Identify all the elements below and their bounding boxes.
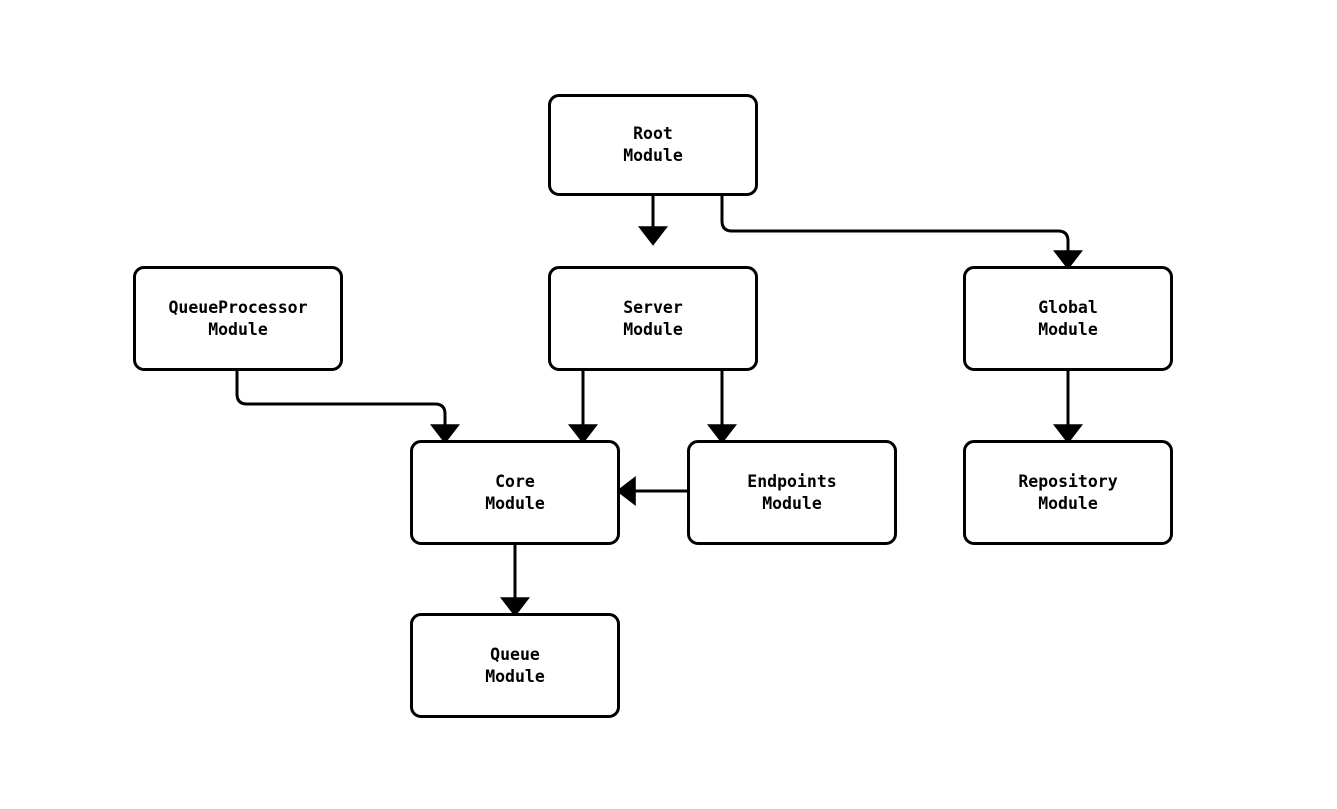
node-root-module[interactable]: Root Module — [548, 94, 758, 196]
node-repository-module[interactable]: Repository Module — [963, 440, 1173, 545]
node-server-module[interactable]: Server Module — [548, 266, 758, 371]
node-label-endpoints-module: Endpoints Module — [747, 471, 837, 513]
node-queue-module[interactable]: Queue Module — [410, 613, 620, 718]
node-label-global-module: Global Module — [1038, 297, 1098, 339]
node-label-root-module: Root Module — [623, 124, 683, 165]
node-endpoints-module[interactable]: Endpoints Module — [687, 440, 897, 545]
node-label-core-module: Core Module — [485, 471, 545, 513]
node-queueprocessor-module[interactable]: QueueProcessor Module — [133, 266, 343, 371]
node-label-repository-module: Repository Module — [1018, 471, 1118, 513]
edge-queueprocessor-to-core — [235, 371, 460, 444]
edge-root-to-global — [720, 196, 1083, 270]
node-core-module[interactable]: Core Module — [410, 440, 620, 545]
node-global-module[interactable]: Global Module — [963, 266, 1173, 371]
node-label-queueprocessor-module: QueueProcessor Module — [168, 297, 308, 339]
node-label-server-module: Server Module — [623, 297, 683, 339]
node-label-queue-module: Queue Module — [485, 644, 545, 686]
